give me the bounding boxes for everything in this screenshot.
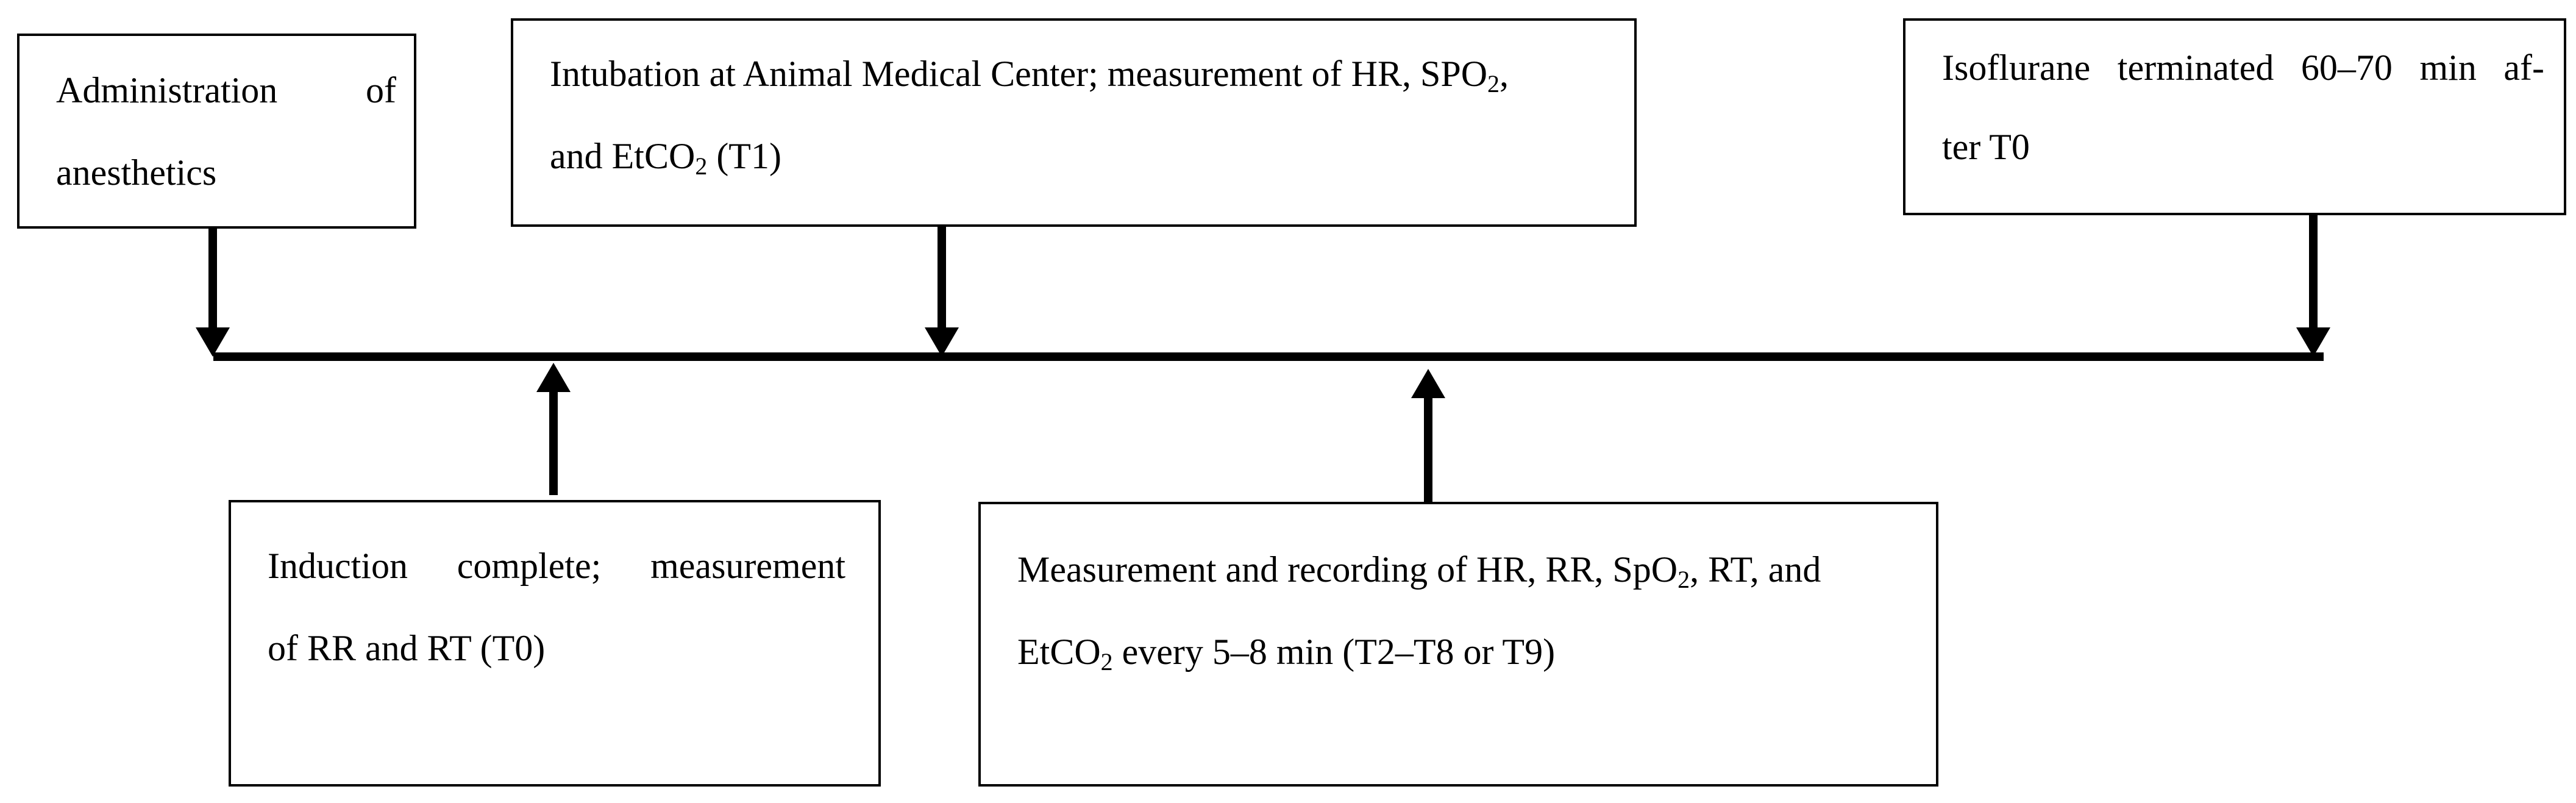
box-isoflurane-line1: Isoflurane terminated 60–70 min af- [1942, 48, 2544, 88]
box-isoflurane-line2: ter T0 [1942, 127, 2030, 167]
arrow-intubation-shaft [938, 227, 946, 329]
measurement-line2-tail: every 5–8 min (T2–T8 or T9) [1112, 632, 1556, 672]
intubation-line1-tail: , [1500, 54, 1509, 94]
intubation-line2-text: and EtCO [550, 136, 696, 176]
measurement-line1-subscript: 2 [1678, 566, 1690, 593]
arrow-isoflurane-head [2296, 327, 2330, 357]
box-measurement-line1: Measurement and recording of HR, RR, SpO… [1017, 529, 1821, 611]
box-induction-line1: Induction complete; measurement [268, 546, 845, 586]
arrow-intubation-head [925, 327, 959, 357]
box-induction-line2: of RR and RT (T0) [268, 628, 546, 668]
arrow-isoflurane-shaft [2309, 215, 2318, 329]
box-anesthetics-line2: anesthetics [56, 152, 217, 193]
timeline-axis [213, 352, 2324, 361]
box-intubation-line2: and EtCO2 (T1) [550, 115, 781, 198]
box-administration-of-anesthetics: Administration of anesthetics [17, 34, 416, 229]
arrow-induction-shaft [549, 390, 558, 495]
box-intubation-line1: Intubation at Animal Medical Center; mea… [550, 33, 1509, 115]
arrow-induction-head [536, 363, 571, 392]
measurement-line1-tail: , RT, and [1690, 549, 1821, 590]
box-isoflurane-terminated: Isoflurane terminated 60–70 min af- ter … [1903, 18, 2566, 215]
intubation-line2-subscript: 2 [695, 152, 708, 180]
intubation-line1-text: Intubation at Animal Medical Center; mea… [550, 54, 1488, 94]
anesthetics-word-of: of [366, 70, 396, 110]
box-induction-complete: Induction complete; measurement of RR an… [229, 500, 881, 787]
arrow-anesthetics-shaft [208, 229, 217, 329]
arrow-anesthetics-head [196, 327, 230, 357]
arrow-measurement-head [1411, 369, 1445, 398]
measurement-line1-text: Measurement and recording of HR, RR, SpO [1017, 549, 1678, 590]
box-intubation: Intubation at Animal Medical Center; mea… [511, 18, 1637, 227]
intubation-line2-tail: (T1) [707, 136, 781, 176]
intubation-line1-subscript: 2 [1487, 70, 1500, 98]
box-measurement-line2: EtCO2 every 5–8 min (T2–T8 or T9) [1017, 611, 1555, 693]
measurement-line2-subscript: 2 [1100, 648, 1113, 676]
measurement-line2-text: EtCO [1017, 632, 1101, 672]
arrow-measurement-shaft [1424, 396, 1432, 504]
anesthetics-word-administration: Administration [56, 70, 278, 110]
box-anesthetics-line1: Administration of [56, 49, 396, 132]
box-measurement-recording: Measurement and recording of HR, RR, SpO… [978, 502, 1938, 787]
